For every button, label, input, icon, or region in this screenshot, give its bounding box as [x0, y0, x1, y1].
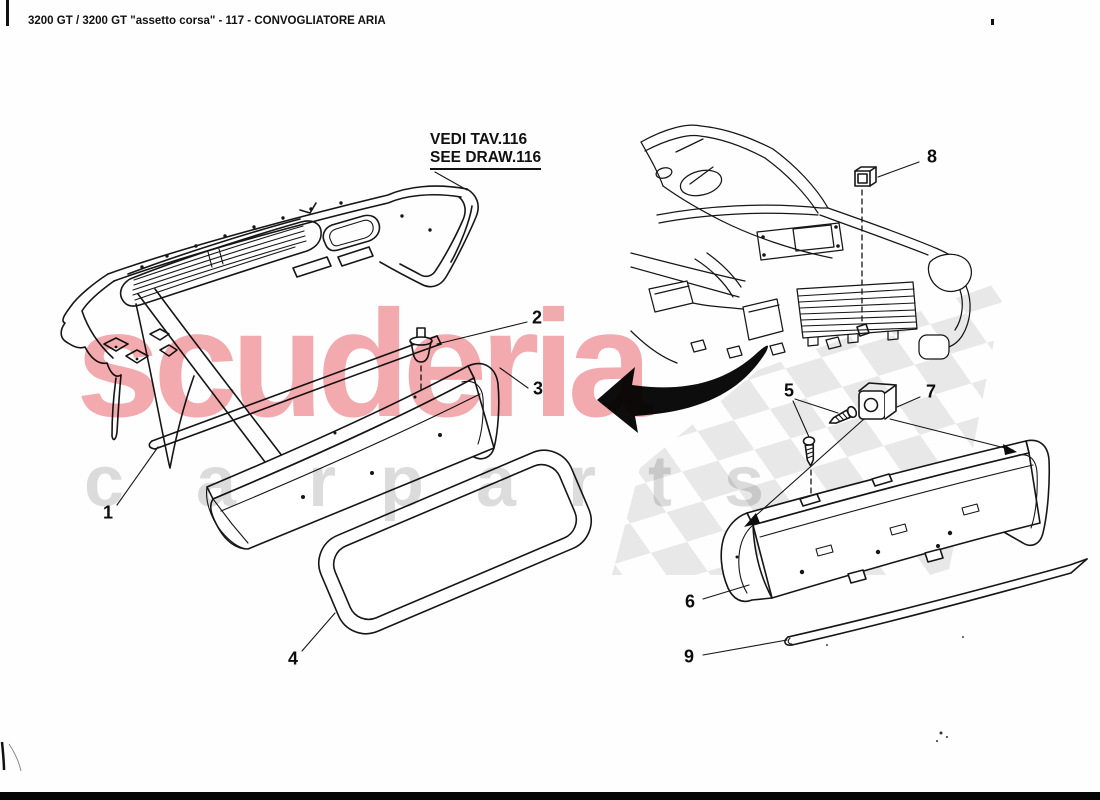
see-drawing-leader-line [434, 171, 468, 191]
mount-arrowhead-left [744, 513, 760, 527]
see-drawing-line-it: VEDI TAV.116 [430, 131, 528, 148]
callout-5: 5 [783, 380, 795, 401]
callout-7: 7 [925, 381, 937, 402]
car-body-sketch [630, 124, 972, 364]
front-bumper-drawing [60, 185, 479, 507]
part-6-air-conveyor [720, 439, 1051, 603]
see-drawing-note: VEDI TAV.116 SEE DRAW.116 [430, 131, 542, 170]
callout-1: 1 [102, 502, 114, 523]
part-5-screw-a [828, 405, 858, 424]
part-1-strip [148, 335, 442, 450]
see-drawing-line-en: SEE DRAW.116 [430, 149, 542, 166]
part-7-cage-nut [858, 382, 897, 420]
callout-9: 9 [683, 646, 695, 667]
page-title: 3200 GT / 3200 GT "assetto corsa" - 117 … [28, 15, 386, 27]
callout-3: 3 [532, 378, 544, 399]
mount-arrowhead-right [1003, 444, 1017, 455]
callout-6: 6 [684, 591, 696, 612]
part-4-gasket [318, 449, 592, 635]
direction-arrow [597, 345, 769, 433]
callout-leader-lines [116, 161, 1014, 656]
part-8-clip [854, 166, 877, 337]
callout-4: 4 [287, 648, 299, 669]
part-9-strip [784, 558, 1088, 646]
callout-2: 2 [531, 307, 543, 328]
part-2-rivet [409, 327, 433, 416]
callout-8: 8 [926, 146, 938, 167]
part-3-air-duct [206, 362, 500, 550]
